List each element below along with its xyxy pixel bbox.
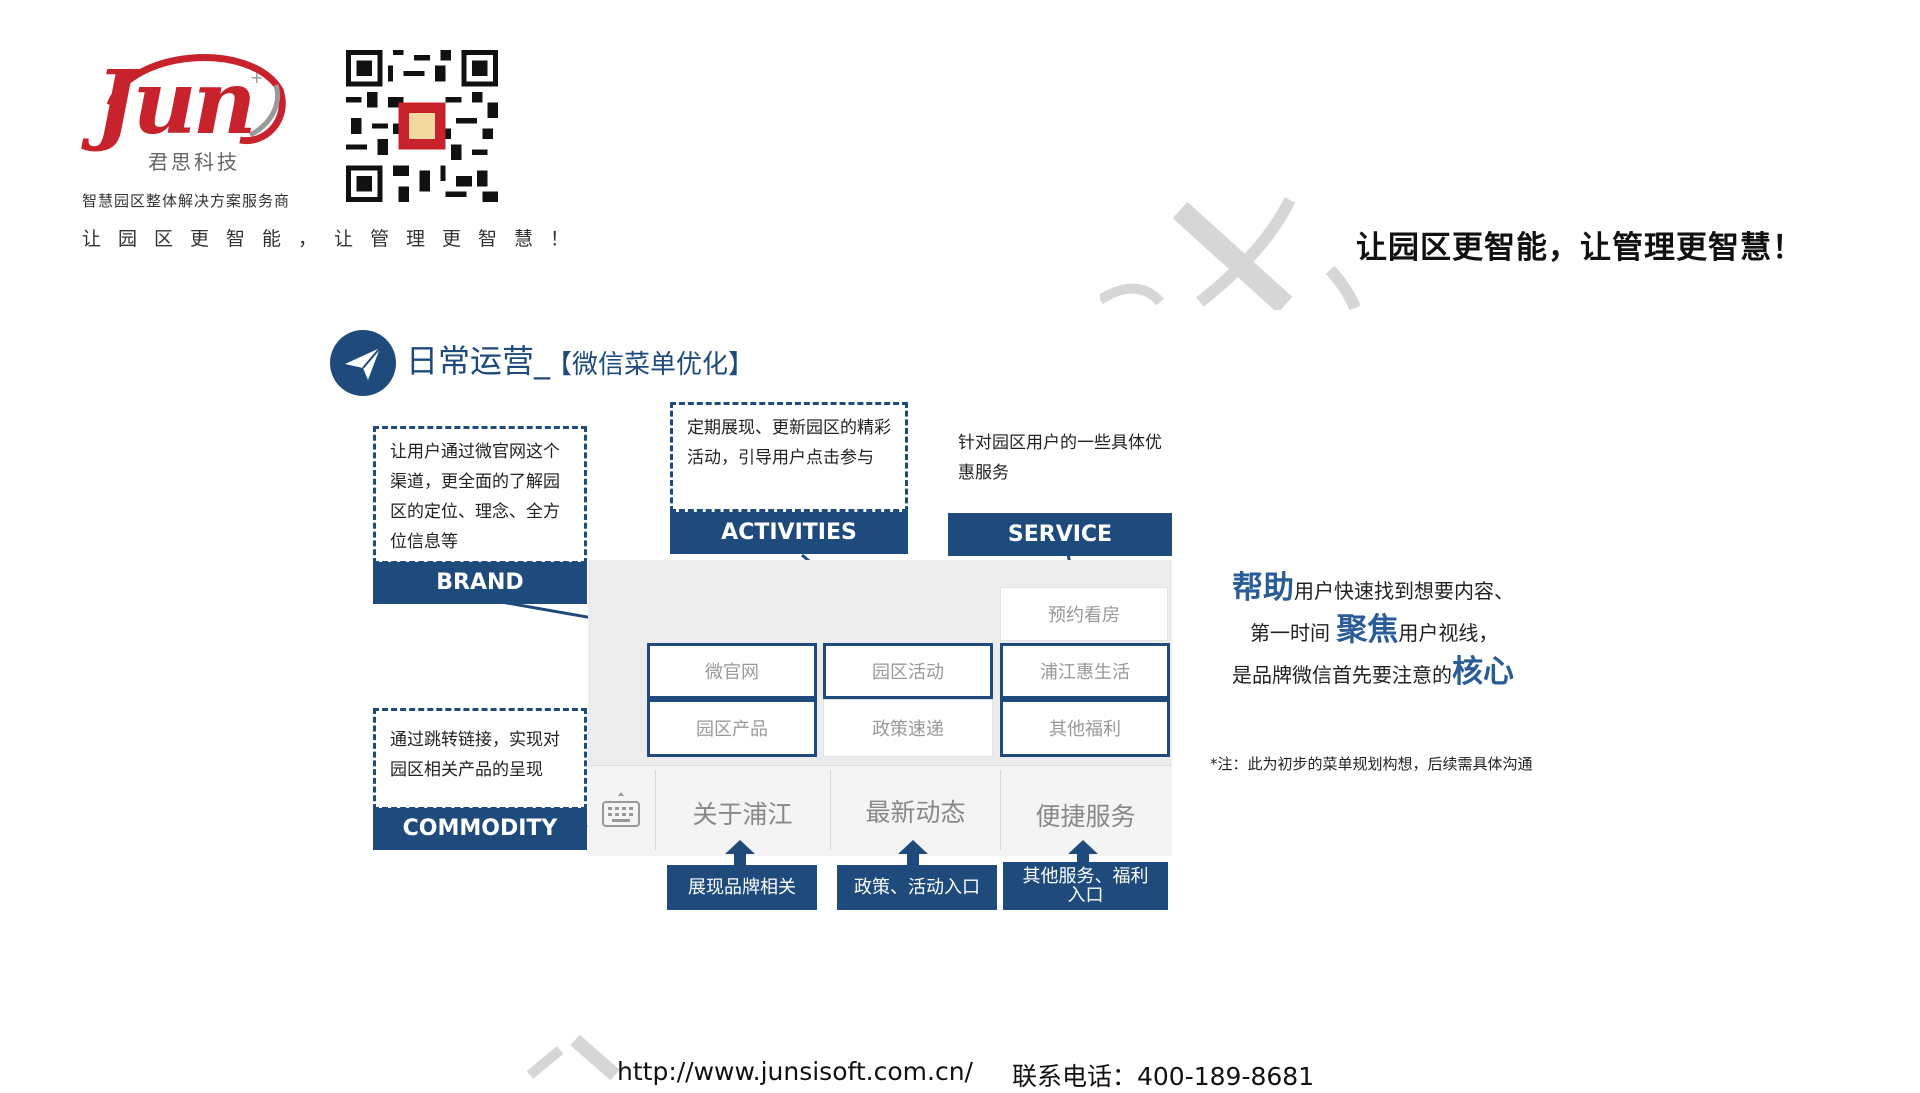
company-logo: Jun (95, 50, 257, 154)
entry-brand-box: 展现品牌相关 (667, 865, 817, 910)
watermark-graphic (526, 1034, 620, 1080)
brand-callout: 让用户通过微官网这个渠道，更全面的了解园区的定位、理念、全方位信息等 (373, 426, 587, 564)
slogan-left: 让园区更智能，让管理更智慧！ (82, 228, 587, 250)
company-tagline: 智慧园区整体解决方案服务商 (82, 192, 291, 210)
menu-item-pujiang-life[interactable]: 浦江惠生活 (1000, 643, 1170, 699)
arrow-up-icon (1068, 840, 1098, 868)
menu-item-reserve[interactable]: 预约看房 (1000, 587, 1168, 641)
footer-url[interactable]: http://www.junsisoft.com.cn/ (617, 1057, 973, 1086)
entry-service-box: 其他服务、福利入口 (1003, 862, 1168, 910)
emphasis-help: 帮助 (1232, 570, 1294, 606)
entry-policy-box: 政策、活动入口 (837, 865, 997, 910)
menu-item-website[interactable]: 微官网 (647, 643, 817, 699)
section-subtitle: 【微信菜单优化】 (546, 350, 755, 380)
service-callout: 针对园区用户的一些具体优惠服务 (958, 433, 1162, 483)
copy-line-2: 第一时间 聚焦用户视线， (1250, 612, 1499, 648)
section-icon (330, 330, 396, 396)
footnote: *注：此为初步的菜单规划构想，后续需具体沟通 (1210, 755, 1533, 773)
slogan-right: 让园区更智能，让管理更智慧！ (1356, 230, 1804, 266)
svg-text:+: + (250, 68, 263, 87)
bottom-menu-news[interactable]: 最新动态 (865, 798, 966, 827)
brand-tag: BRAND (373, 562, 587, 604)
bottom-divider (830, 770, 831, 850)
menu-item-benefits[interactable]: 其他福利 (1000, 699, 1170, 757)
copy-line-3: 是品牌微信首先要注意的核心 (1232, 654, 1514, 690)
copy-line-1: 帮助用户快速找到想要内容、 (1232, 570, 1514, 606)
logo-swoosh: + (106, 54, 286, 145)
emphasis-focus: 聚焦 (1336, 612, 1399, 648)
activities-tag: ACTIVITIES (670, 512, 908, 554)
paper-plane-icon (345, 347, 381, 380)
watermark-graphic (1100, 197, 1361, 310)
menu-item-policy[interactable]: 政策速递 (823, 699, 993, 757)
qr-code-icon (346, 50, 498, 202)
service-tag: SERVICE (948, 513, 1172, 556)
commodity-tag: COMMODITY (373, 808, 587, 850)
emphasis-core: 核心 (1452, 654, 1514, 690)
bottom-divider (1000, 770, 1001, 850)
keyboard-icon[interactable] (600, 790, 642, 830)
menu-item-products[interactable]: 园区产品 (647, 699, 817, 757)
menu-item-activities[interactable]: 园区活动 (823, 643, 993, 699)
wechat-bottom-bar (588, 765, 1172, 856)
bottom-menu-about[interactable]: 关于浦江 (692, 800, 793, 829)
commodity-callout: 通过跳转链接，实现对园区相关产品的呈现 (373, 708, 587, 810)
activities-callout: 定期展现、更新园区的精彩活动，引导用户点击参与 (670, 402, 908, 512)
arrow-up-icon (898, 840, 928, 868)
company-name: 君思科技 (148, 150, 240, 174)
bottom-menu-services[interactable]: 便捷服务 (1035, 802, 1136, 831)
bottom-divider (655, 770, 656, 850)
footer-phone: 联系电话：400-189-8681 (1012, 1062, 1315, 1091)
section-title: 日常运营_ (406, 342, 551, 380)
arrow-up-icon (725, 840, 755, 868)
